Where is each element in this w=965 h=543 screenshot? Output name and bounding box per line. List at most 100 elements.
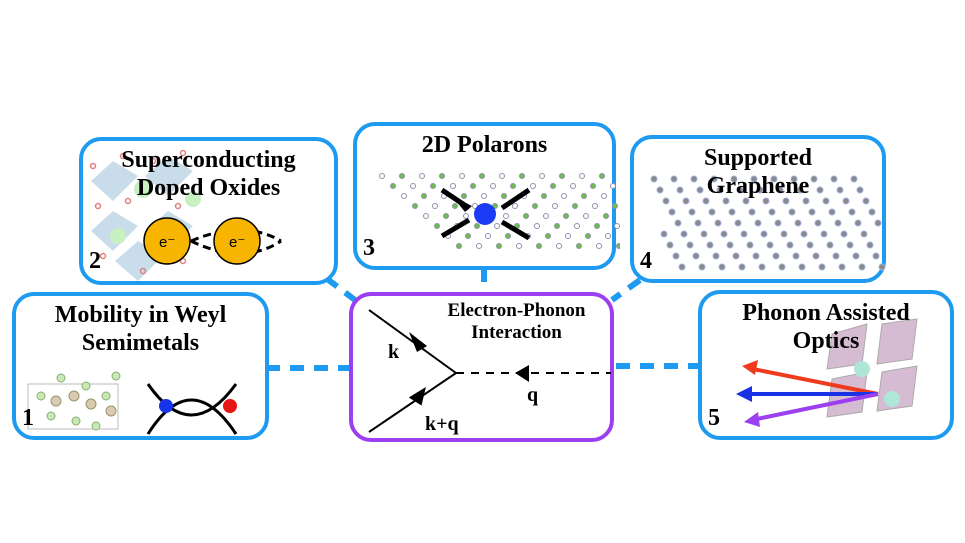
graphene-atom [836, 186, 844, 194]
graphene-atom [808, 208, 816, 216]
graphene-atom [708, 208, 716, 216]
panel-4-title: Supported Graphene [634, 145, 882, 200]
panel-3-number: 3 [363, 235, 375, 261]
graphene-atom [818, 263, 826, 271]
graphene-atom [768, 208, 776, 216]
perovskite-structure-image: e⁻ e⁻ [89, 149, 282, 281]
arrow-purple-icon [744, 412, 760, 427]
graphene-atom [760, 230, 768, 238]
lattice-atom [583, 213, 589, 219]
lattice-atom [561, 193, 567, 199]
lattice-atom [530, 183, 536, 189]
lattice-atom [576, 243, 582, 249]
lattice-atom [474, 223, 480, 229]
graphene-atom [672, 252, 680, 260]
connector-2 [324, 275, 357, 303]
panel-2-title-line2: Doped Oxides [136, 174, 281, 201]
arrow-red-icon [742, 360, 758, 375]
graphene-atom [792, 252, 800, 260]
graphene-atom [660, 230, 668, 238]
label-q: q [527, 384, 538, 406]
lattice-atom [516, 243, 522, 249]
graphene-atom [656, 186, 664, 194]
graphene-atom [856, 186, 864, 194]
graphene-atom [692, 252, 700, 260]
graphene-atom [758, 263, 766, 271]
lattice-atom [565, 233, 571, 239]
graphene-atom [872, 252, 880, 260]
graphene-atom [720, 230, 728, 238]
graphene-atom [874, 219, 882, 227]
graphene-atom [714, 219, 722, 227]
lattice-atom [379, 173, 385, 179]
graphene-atom [732, 252, 740, 260]
panel-3-title: 2D Polarons [357, 132, 612, 160]
lattice-atom [439, 173, 445, 179]
graphene-atom [766, 241, 774, 249]
graphene-atom [822, 197, 830, 205]
lattice-atom [592, 203, 598, 209]
lattice-atom [450, 183, 456, 189]
arrow-k-icon [409, 332, 427, 352]
graphene-atom [678, 263, 686, 271]
lattice-atom [452, 203, 458, 209]
graphene-atom [868, 208, 876, 216]
lattice-atom [585, 233, 591, 239]
lattice-atom [610, 183, 616, 189]
graphene-atom [690, 175, 698, 183]
lattice-atom [532, 203, 538, 209]
graphene-atom [840, 230, 848, 238]
graphene-atom [878, 263, 886, 271]
graphene-atom [650, 175, 658, 183]
weyl-image [27, 371, 238, 435]
graphene-atom [682, 197, 690, 205]
feynman-diagram: k k+q q [368, 309, 611, 435]
lattice-atom [412, 203, 418, 209]
lattice-atom [512, 203, 518, 209]
graphene-atom [728, 208, 736, 216]
lattice-atom [563, 213, 569, 219]
lattice-atom [443, 213, 449, 219]
graphene-atom [846, 241, 854, 249]
panel-5-title-line2: Optics [792, 327, 860, 354]
graphene-atom [762, 197, 770, 205]
lattice-atom [481, 193, 487, 199]
lattice-atom [490, 183, 496, 189]
graphene-atom [806, 241, 814, 249]
lattice-atom [510, 183, 516, 189]
lattice-atom [494, 223, 500, 229]
graphene-atom [754, 219, 762, 227]
graphene-atom [854, 219, 862, 227]
graphene-atom [676, 186, 684, 194]
electron-1 [143, 217, 191, 265]
lattice-atom [519, 173, 525, 179]
graphene-atom [790, 175, 798, 183]
lattice-atom [410, 183, 416, 189]
graphene-atom [828, 208, 836, 216]
electron-label-2: e⁻ [229, 234, 245, 251]
graphene-atom [702, 197, 710, 205]
panel-superconducting-doped-oxides: e⁻ e⁻ Superconducting Doped Oxides 2 [79, 137, 338, 285]
lattice-atom [536, 243, 542, 249]
lattice-atom [554, 223, 560, 229]
graphene-atom [696, 186, 704, 194]
graphene-atom [686, 241, 694, 249]
panel-phonon-assisted-optics: Phonon Assisted Optics 5 [698, 290, 954, 440]
graphene-atom [770, 175, 778, 183]
lattice-atom [465, 233, 471, 239]
lattice-atom [545, 233, 551, 239]
lattice-atom [461, 193, 467, 199]
graphene-atom [756, 186, 764, 194]
lattice-atom [419, 173, 425, 179]
lattice-atom [552, 203, 558, 209]
lattice-atom [534, 223, 540, 229]
graphene-atom [774, 219, 782, 227]
panel-2-number: 2 [89, 248, 101, 274]
lattice-atom [572, 203, 578, 209]
arrow-q-icon [515, 365, 529, 382]
graphene-atom [850, 175, 858, 183]
lattice-atom [523, 213, 529, 219]
graphene-atom [668, 208, 676, 216]
lattice-atom [556, 243, 562, 249]
